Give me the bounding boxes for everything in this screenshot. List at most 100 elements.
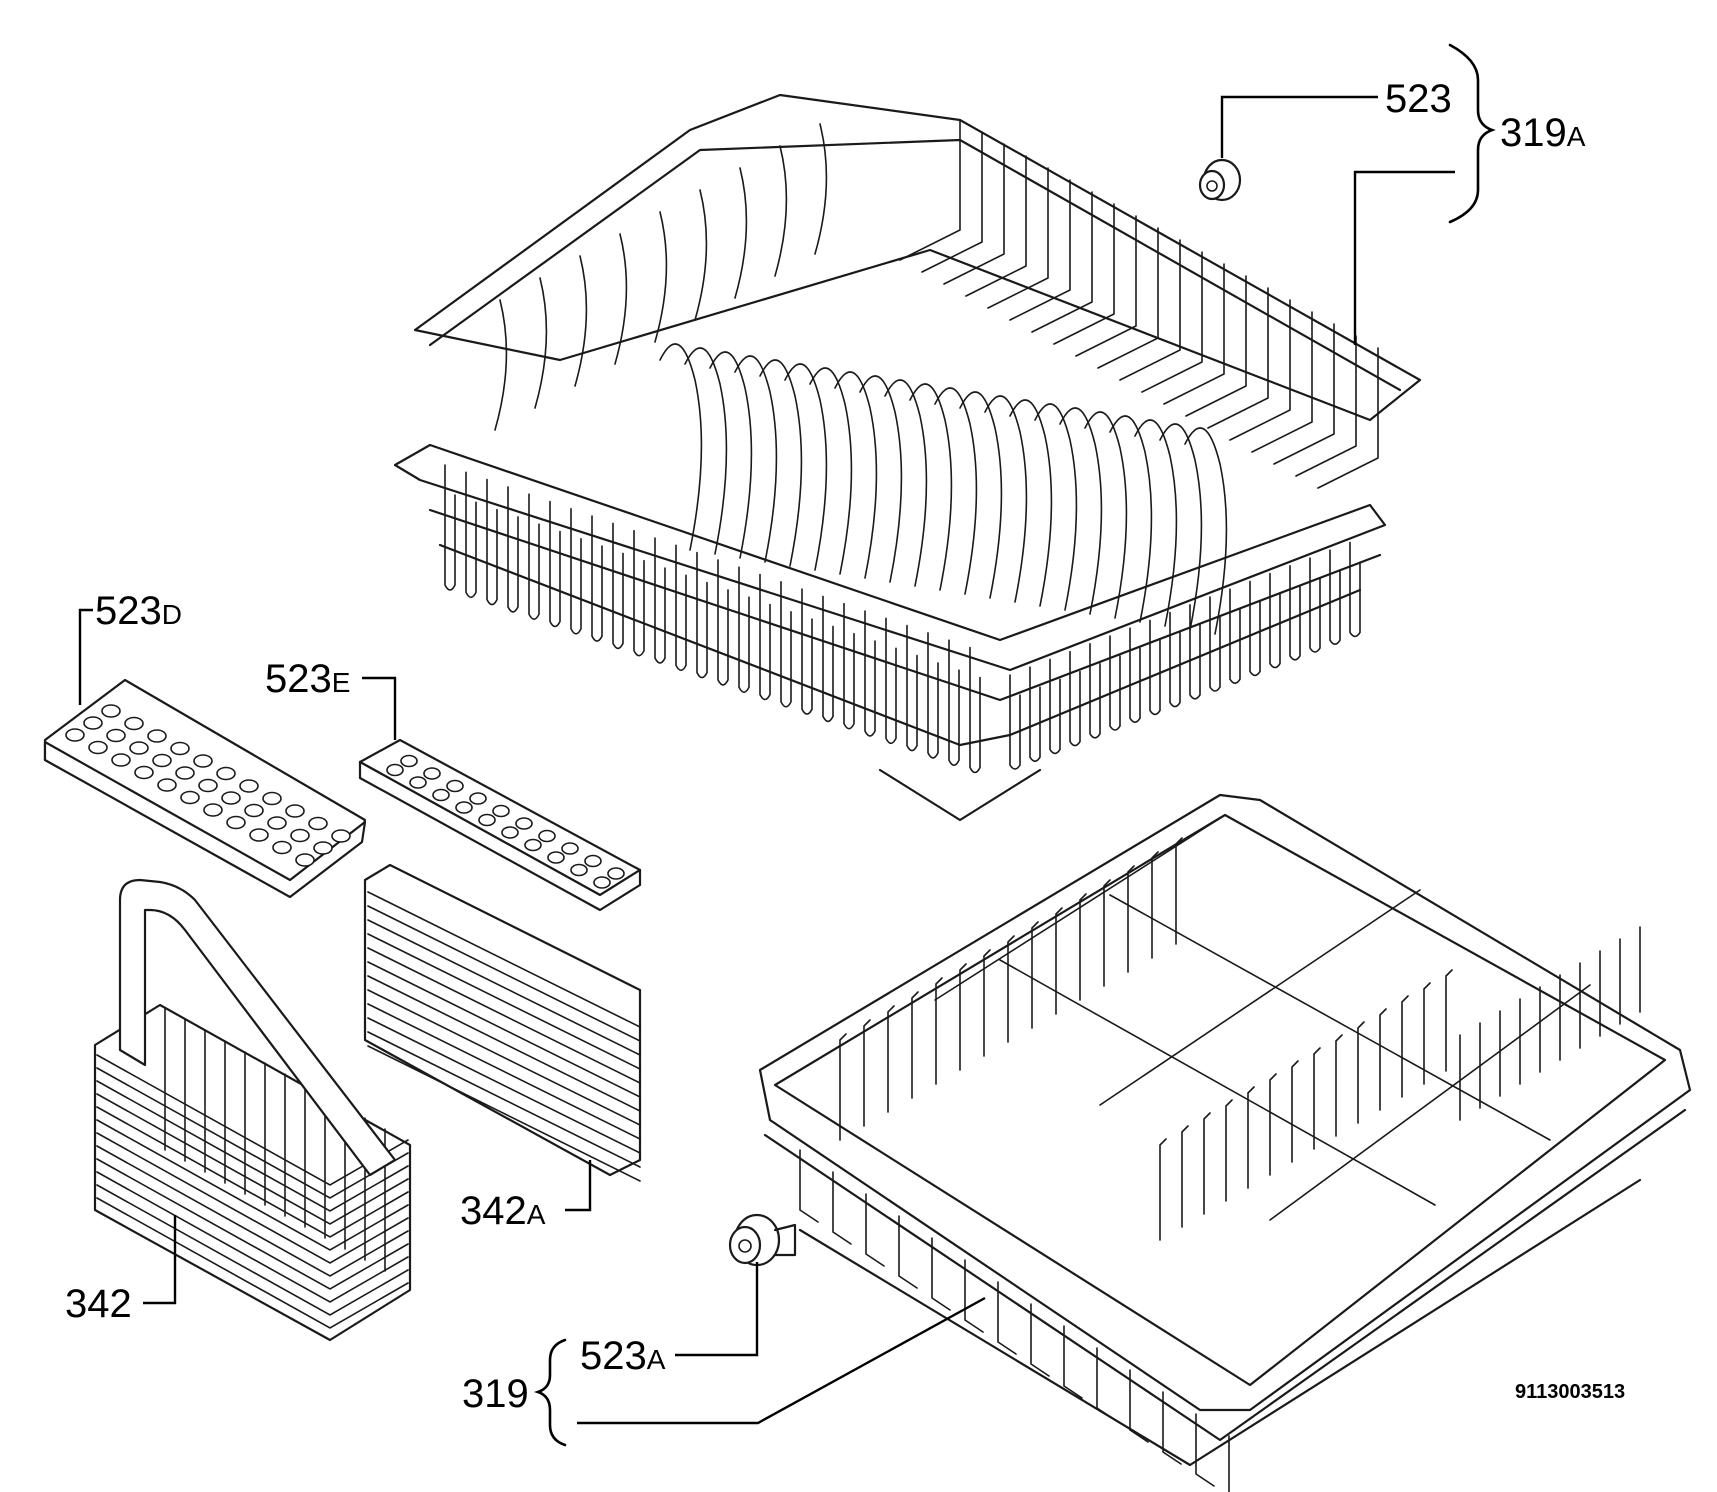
basket-rib: [367, 989, 641, 1126]
cutlery-basket-342: [93, 878, 412, 1342]
insert-hole: [272, 840, 292, 855]
lower-basket-tine: [1181, 1125, 1189, 1228]
upper-basket-wire: [549, 500, 561, 628]
insert-hole: [65, 728, 85, 742]
upper-basket-tine: [694, 189, 708, 321]
upper-basket-wire: [1209, 596, 1221, 692]
insert-hole: [400, 754, 418, 768]
insert-hole: [134, 765, 154, 780]
upper-basket-wire: [717, 559, 729, 686]
insert-hole: [584, 854, 602, 868]
upper-basket-wire: [801, 588, 813, 715]
upper-basket-tine: [614, 233, 628, 365]
upper-basket-tine: [987, 167, 1049, 309]
upper-basket-wire: [591, 515, 603, 642]
basket-rib: [367, 947, 641, 1084]
upper-basket-tine: [943, 143, 1005, 285]
insert-hole: [124, 716, 144, 731]
upper-basket-tine: [1109, 415, 1153, 623]
upper-basket-tine: [534, 277, 548, 409]
upper-basket-tine: [659, 343, 703, 551]
insert-hole: [193, 754, 213, 768]
upper-basket-tine: [921, 131, 983, 273]
upper-basket-wire: [1289, 565, 1301, 661]
insert-hole: [538, 829, 556, 843]
upper-basket-wire: [822, 595, 834, 723]
insert-hole: [501, 826, 519, 839]
upper-basket-wire: [1229, 588, 1241, 684]
basket-rib: [367, 1017, 641, 1154]
upper-basket-tine: [965, 155, 1027, 297]
upper-basket-tine: [1229, 299, 1291, 441]
upper-basket-wire: [948, 639, 960, 766]
insert-hole: [290, 828, 310, 843]
upper-basket-tine: [734, 167, 748, 299]
insert-hole: [175, 766, 195, 780]
lower-basket-tine: [1291, 1060, 1299, 1163]
insert-hole: [267, 816, 287, 830]
label-523: 523: [1385, 77, 1452, 121]
cutlery-basket-342a: [363, 863, 642, 1182]
label-342a: 342A: [460, 1189, 546, 1233]
basket-rib: [367, 1003, 641, 1140]
upper-basket-wire: [1169, 611, 1181, 708]
upper-basket-wire: [1049, 658, 1061, 755]
insert-hole: [216, 766, 236, 781]
basket-rib: [96, 1080, 409, 1212]
upper-basket-tine: [959, 391, 1003, 599]
lower-basket-foot: [865, 1193, 885, 1267]
insert-hole: [331, 829, 351, 843]
insert-hole: [83, 716, 103, 730]
upper-basket-wire: [528, 493, 540, 620]
roller-523-illustration: [1198, 158, 1242, 202]
insert-hole: [244, 803, 264, 818]
lower-basket-tine: [1423, 982, 1431, 1085]
upper-basket-tine: [1207, 287, 1269, 429]
lower-basket-tine: [887, 1005, 895, 1113]
lower-basket-foot: [1063, 1325, 1083, 1399]
upper-basket-tine: [784, 363, 828, 571]
upper-basket-tine: [684, 347, 728, 555]
upper-basket-wire: [969, 646, 981, 774]
lower-basket-tine: [1031, 921, 1039, 1029]
lower-basket-foot: [1129, 1369, 1149, 1443]
lower-basket-tine: [1445, 969, 1453, 1072]
upper-basket-wire: [486, 478, 498, 606]
upper-basket-tine: [1034, 403, 1078, 611]
lower-basket-foot: [1030, 1303, 1050, 1377]
insert-hole: [607, 867, 625, 880]
insert-hole: [88, 740, 108, 755]
upper-basket-tine: [909, 383, 953, 591]
lower-basket-foot: [799, 1149, 819, 1223]
insert-hole: [221, 791, 241, 805]
lower-basket-tine: [1401, 995, 1409, 1098]
lower-basket-tine: [959, 963, 967, 1071]
lower-basket-tine: [1159, 1138, 1167, 1241]
upper-basket-tine: [654, 211, 668, 343]
upper-basket-wire: [1249, 580, 1261, 677]
insert-hole: [593, 876, 611, 889]
upper-basket-tine: [1185, 275, 1247, 417]
insert-hole: [101, 704, 121, 718]
upper-basket-wire: [1309, 557, 1321, 653]
upper-basket-tine: [1009, 399, 1053, 607]
upper-basket-tine: [774, 145, 788, 277]
label-523d: 523D: [95, 589, 182, 633]
upper-basket-tine: [899, 119, 961, 261]
insert-hole: [295, 853, 315, 867]
lower-basket-foot: [898, 1215, 918, 1289]
upper-basket-tine: [859, 375, 903, 583]
upper-basket-tine: [1031, 191, 1093, 333]
document-number: 9113003513: [1515, 1381, 1625, 1403]
upper-basket-tine: [1119, 239, 1181, 381]
basket-rib: [367, 975, 641, 1112]
insert-hole: [129, 741, 149, 755]
insert-hole: [239, 779, 259, 793]
label-523a: 523A: [580, 1334, 666, 1378]
lower-basket-tine: [1007, 935, 1015, 1043]
insert-hole: [203, 803, 223, 817]
upper-basket-tine: [734, 355, 778, 563]
basket-rib: [96, 1145, 409, 1277]
upper-basket-wire: [675, 544, 687, 672]
